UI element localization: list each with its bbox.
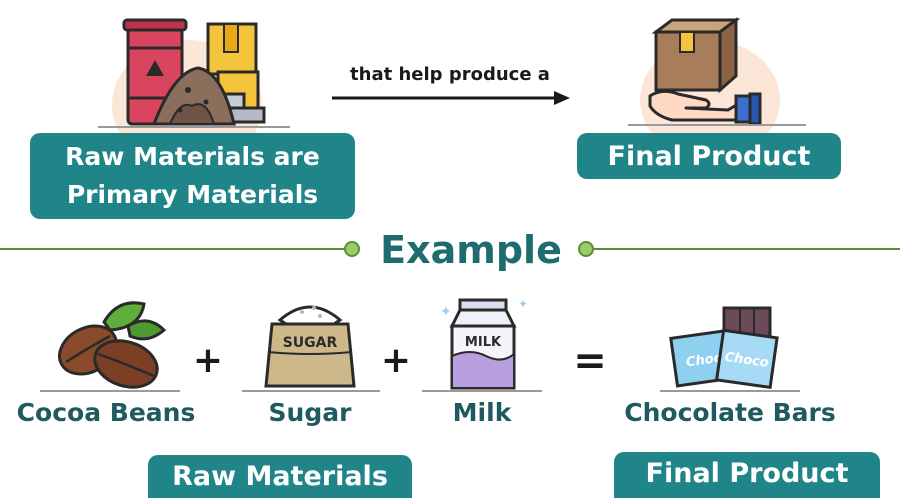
box-in-hand-icon [648, 17, 762, 126]
divider-line-right [594, 248, 900, 250]
raw-materials-label: Raw Materials are Primary Materials [30, 133, 355, 219]
raw-materials-label-line1: Raw Materials are [65, 142, 320, 171]
arrow-label: that help produce a [350, 64, 550, 85]
divider-line-left [0, 248, 346, 250]
chocolate-wrapper-text: Choco [724, 350, 770, 371]
milk-baseline [422, 390, 542, 392]
equals-sign: = [573, 338, 607, 384]
svg-text:✦: ✦ [440, 304, 452, 320]
milk-label: Milk [452, 398, 512, 427]
plus-sign-1: + [192, 340, 224, 381]
final-product-bottom-label: Final Product [614, 452, 880, 498]
raw-materials-bottom-label: Raw Materials [148, 455, 412, 498]
divider-dot-left [344, 241, 360, 257]
cocoa-beans-icon [58, 301, 167, 389]
sugar-baseline [242, 390, 380, 392]
sugar-sack-icon: SUGAR [264, 305, 356, 388]
raw-materials-label-line2: Primary Materials [66, 180, 319, 209]
milk-carton-text: MILK [465, 335, 502, 350]
final-product-baseline [628, 124, 806, 126]
chocolate-baseline [660, 390, 800, 392]
plus-sign-2: + [380, 340, 412, 381]
right-arrow-icon [332, 91, 570, 105]
cocoa-baseline [40, 390, 180, 392]
milk-carton-icon: ✦ ✦ MILK [440, 297, 528, 390]
raw-materials-baseline [98, 126, 290, 128]
sugar-label: Sugar [268, 398, 352, 427]
chocolate-bars-icon: Choco Choco [669, 306, 779, 390]
divider-dot-right [578, 241, 594, 257]
sugar-sack-text: SUGAR [283, 335, 338, 351]
cocoa-beans-label: Cocoa Beans [16, 398, 196, 427]
raw-materials-icon [122, 18, 266, 126]
svg-text:✦: ✦ [518, 297, 528, 311]
chocolate-bars-label: Chocolate Bars [624, 398, 836, 427]
example-title: Example [380, 228, 562, 272]
final-product-label-top: Final Product [577, 133, 841, 179]
